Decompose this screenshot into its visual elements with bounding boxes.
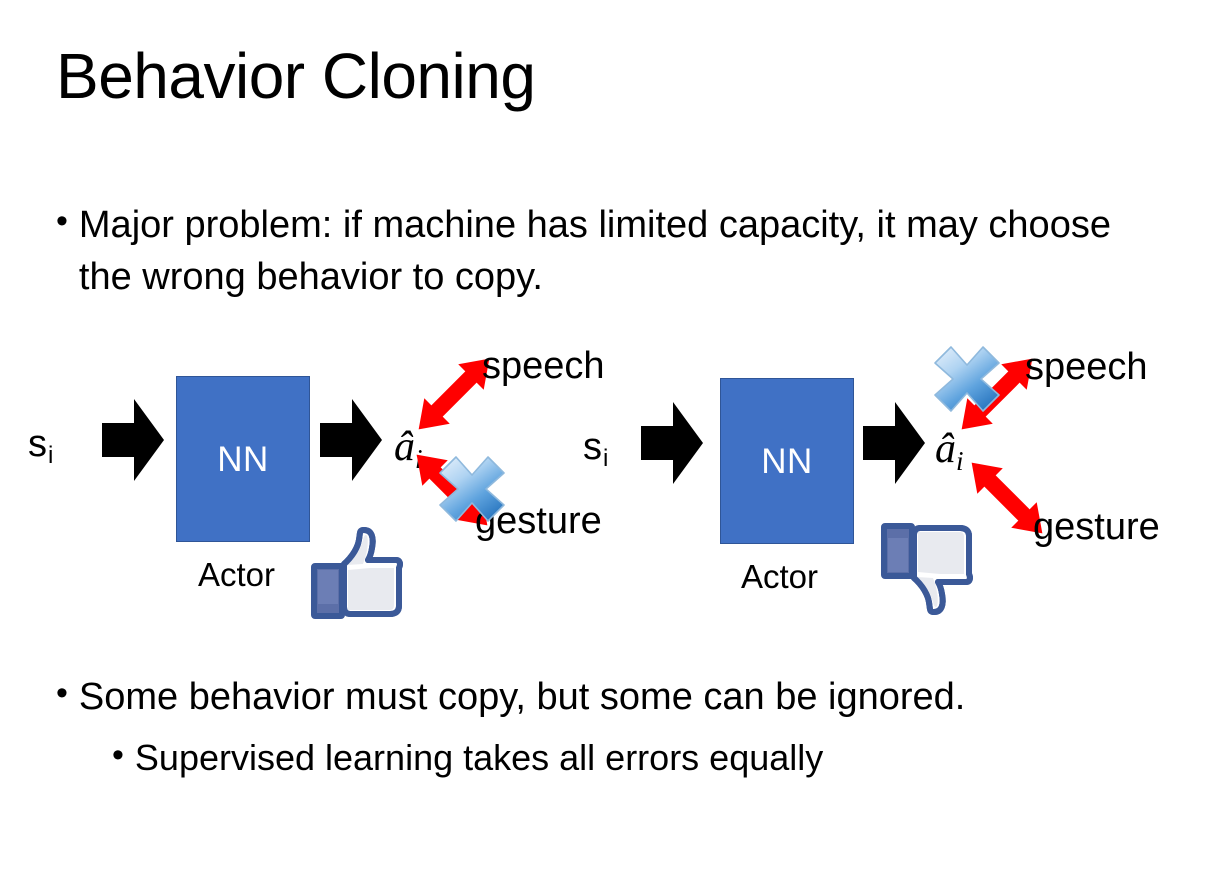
actor-label-right: Actor <box>741 558 819 595</box>
red-double-arrow-speech-left <box>396 336 512 452</box>
bullet-top-text: Major problem: if machine has limited ca… <box>78 204 1111 298</box>
bullet-marker-icon: • <box>112 736 124 774</box>
action-label-right: âi <box>935 426 964 477</box>
bullet-marker-icon: • <box>56 202 68 240</box>
red-double-arrow-gesture-right <box>949 440 1065 556</box>
state-label-right: si <box>583 426 609 472</box>
page-title: Behavior Cloning <box>56 40 536 112</box>
diagram-right: si NN Actor âi speech <box>575 330 1160 640</box>
thumbs-up-icon-left <box>308 526 404 620</box>
state-label-left: si <box>28 423 54 469</box>
bullet-bottom-level1: • Some behavior must copy, but some can … <box>56 672 1166 724</box>
output-block-arrow-left <box>320 397 382 483</box>
thumbs-down-icon-right <box>878 522 974 616</box>
bullet-bottom-level2-text: Supervised learning takes all errors equ… <box>134 737 824 778</box>
nn-box-left: NN <box>176 376 310 542</box>
nn-box-label-left: NN <box>217 439 269 479</box>
cross-out-icon-gesture-left <box>435 452 509 526</box>
bullet-marker-icon: • <box>56 674 68 712</box>
diagram-left: si NN Actor âi speech <box>20 330 605 640</box>
branch-label-gesture-right: gesture <box>1033 506 1160 548</box>
bullet-bottom-level1-text: Some behavior must copy, but some can be… <box>78 676 966 718</box>
bullet-bottom-level2: • Supervised learning takes all errors e… <box>112 734 1172 783</box>
output-block-arrow-right <box>863 400 925 486</box>
nn-box-label-right: NN <box>761 441 813 481</box>
input-block-arrow-right <box>641 400 703 486</box>
diagram-area: si NN Actor âi speech <box>0 330 1210 640</box>
actor-label-left: Actor <box>198 556 276 593</box>
nn-box-right: NN <box>720 378 854 544</box>
branch-label-speech-left: speech <box>482 345 605 387</box>
input-block-arrow-left <box>102 397 164 483</box>
bullet-top: • Major problem: if machine has limited … <box>56 200 1116 303</box>
cross-out-icon-speech-right <box>930 342 1004 416</box>
branch-label-speech-right: speech <box>1025 346 1148 388</box>
red-double-arrow-gesture-left <box>394 432 510 548</box>
